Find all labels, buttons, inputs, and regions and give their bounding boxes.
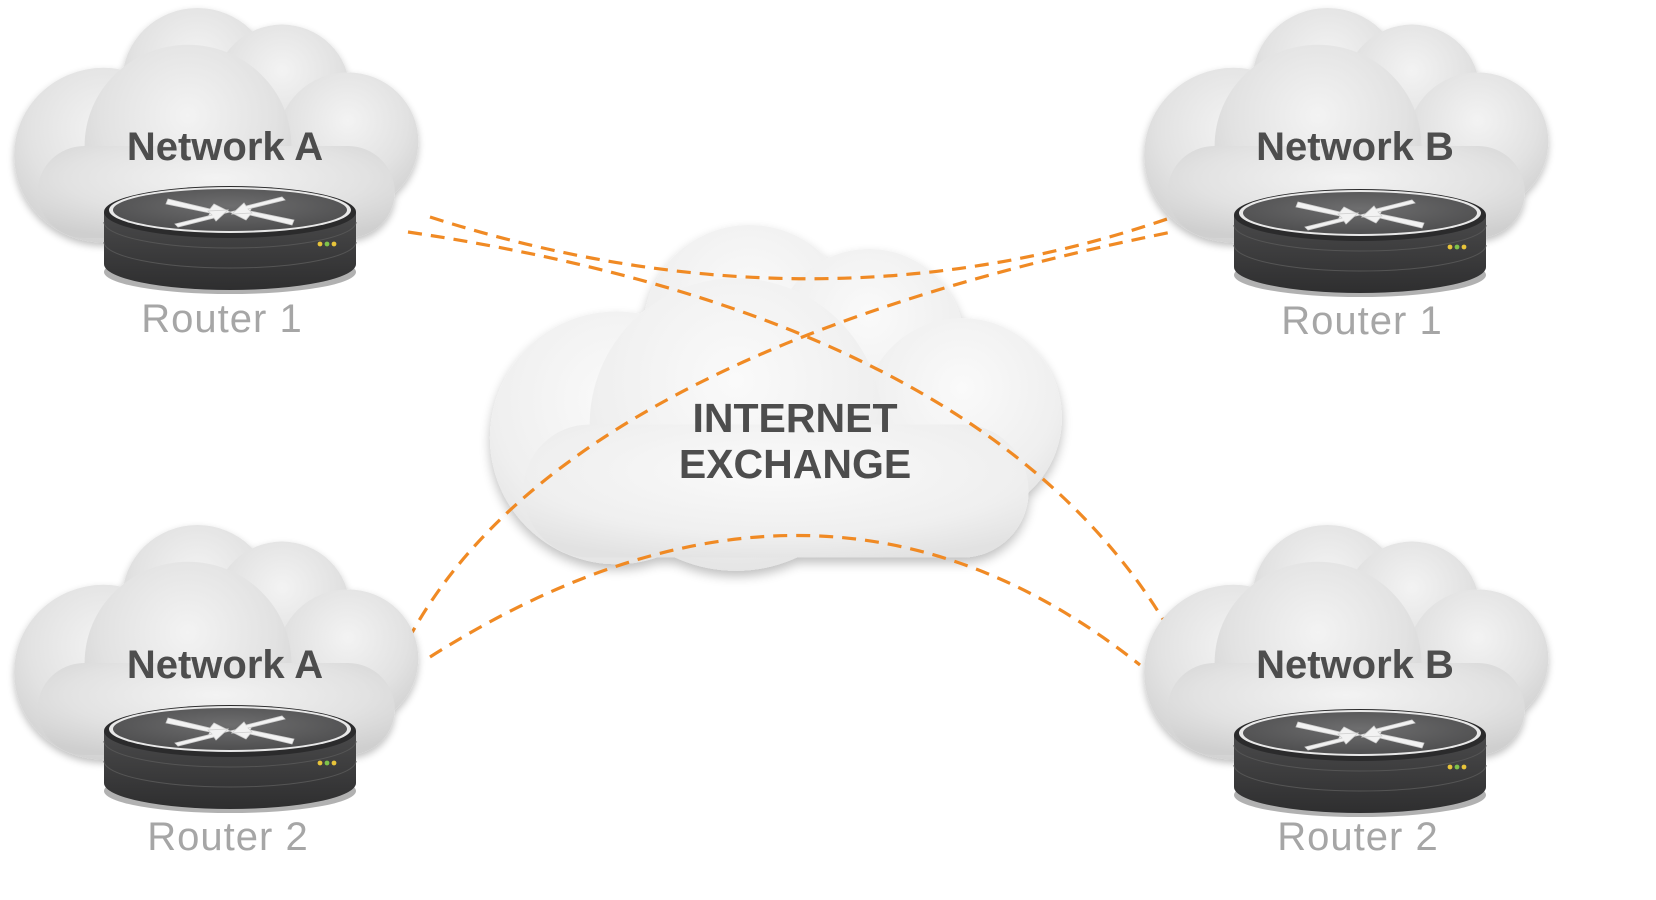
site-network-b-router-1: Network B Router 1 — [1144, 8, 1549, 343]
router-icon — [1233, 188, 1487, 298]
router-icon — [1233, 708, 1487, 818]
router-label: Router 2 — [147, 815, 308, 859]
router-label: Router 1 — [1281, 299, 1442, 343]
peering-links — [406, 215, 1180, 667]
status-led-1 — [1447, 244, 1453, 250]
link-a2-b2 — [429, 533, 1141, 667]
network-label: Network A — [127, 643, 323, 687]
router-icon — [103, 704, 357, 814]
network-label: Network B — [1256, 643, 1454, 687]
site-network-a-router-2: Network A Router 2 — [14, 525, 419, 859]
status-led-2 — [324, 760, 330, 766]
router-label: Router 1 — [141, 297, 302, 341]
site-network-a-router-1: Network A Router 1 — [14, 8, 419, 341]
status-led-1 — [1447, 764, 1453, 770]
router-label: Router 2 — [1277, 815, 1438, 859]
status-led-3 — [331, 760, 337, 766]
network-label: Network B — [1256, 125, 1454, 169]
status-led-1 — [317, 760, 323, 766]
link-a2-b1 — [406, 230, 1173, 641]
status-led-2 — [1454, 764, 1460, 770]
status-led-2 — [324, 241, 330, 247]
exchange-label-line2: EXCHANGE — [679, 441, 911, 487]
status-led-2 — [1454, 244, 1460, 250]
status-led-3 — [331, 241, 337, 247]
link-a1-b1 — [429, 215, 1171, 281]
site-network-b-router-2: Network B Router 2 — [1144, 525, 1549, 859]
network-label: Network A — [127, 125, 323, 169]
exchange-label-line1: INTERNET — [693, 395, 898, 441]
status-led-1 — [317, 241, 323, 247]
link-a1-b2 — [407, 230, 1180, 646]
router-icon — [103, 185, 357, 295]
status-led-3 — [1461, 244, 1467, 250]
status-led-3 — [1461, 764, 1467, 770]
